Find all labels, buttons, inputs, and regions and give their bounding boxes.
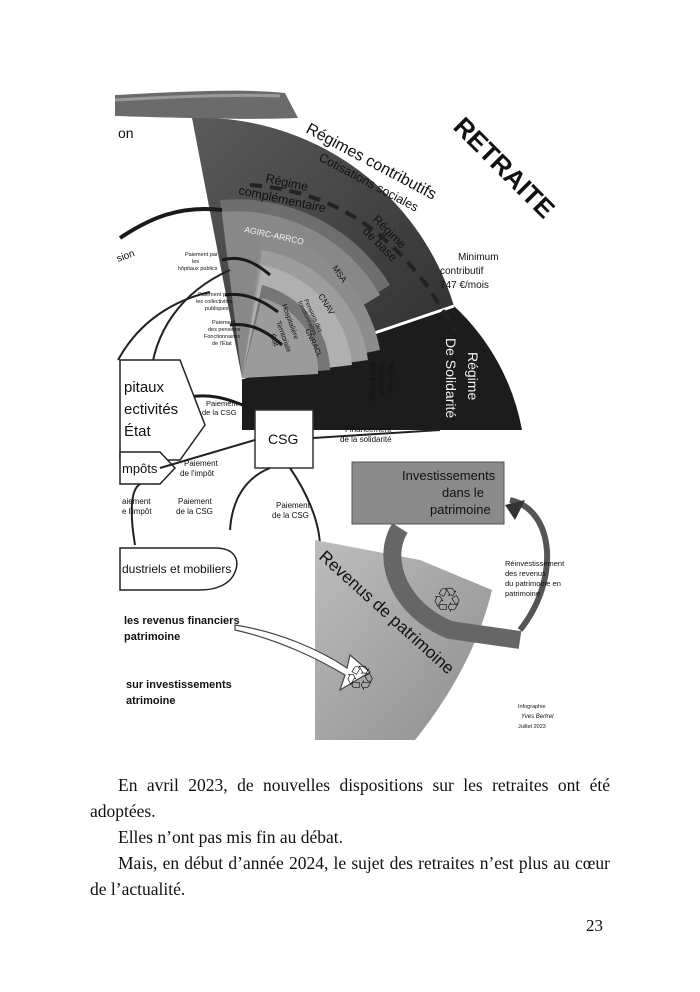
reinvest-2: des revenus	[505, 569, 546, 578]
paiement-csg-1: Paiement	[206, 399, 239, 408]
recycle-icon: ♲	[345, 660, 375, 698]
paiement-csg-2: de la CSG	[202, 408, 237, 417]
revenus-financiers-2: patrimoine	[124, 631, 180, 643]
credit-1: Infographie	[518, 704, 546, 710]
paiement-collectivites-3: publiques	[205, 306, 229, 312]
min-vieillesse-3: 936 €/mois	[368, 362, 377, 401]
page-number: 23	[586, 916, 603, 935]
min-contrib-1: Minimum	[458, 252, 499, 263]
retraite-title: RETRAITE	[448, 111, 561, 224]
paiement-csg-c-1: Paiement	[276, 501, 311, 510]
solidarite-label-1: Régime	[465, 352, 481, 400]
band-fonct	[242, 298, 319, 378]
fragment-top-left: on	[118, 125, 134, 141]
left-box-label-2: ectivités	[124, 401, 178, 418]
paiement-csg-b-2: de la CSG	[176, 507, 213, 516]
revenus-financiers-1: les revenus financiers	[124, 615, 240, 627]
paragraph: Mais, en début d’année 2024, le sujet de…	[90, 853, 610, 899]
investissements-label-2: dans le	[442, 485, 484, 500]
paiement-csg-c-2: de la CSG	[272, 511, 309, 520]
min-vieillesse-2: Vieillesse	[377, 362, 386, 396]
industriels-box	[119, 547, 238, 591]
reinvest-1: Réinvestissement	[505, 559, 565, 568]
left-box-label-1: pitaux	[124, 379, 165, 396]
paiement-etat-3: Fonctionnaires	[204, 334, 240, 340]
csg-label: CSG	[268, 431, 298, 447]
financement-2: de la solidarité	[340, 435, 392, 444]
credit-3: Juillet 2023	[518, 724, 546, 730]
reinvest-3: du patrimoine en	[505, 579, 561, 588]
paiement-etat-2: des pensions	[208, 327, 241, 333]
revenus-patrimoine-sector	[315, 540, 492, 740]
investissements-box	[351, 461, 505, 525]
min-vieillesse-1: Minimum	[386, 362, 395, 395]
paiement-hopitaux-3: hôpitaux publics	[178, 266, 218, 272]
paiement-etat-1: Paiement	[212, 320, 236, 326]
left-box-label-3: État	[124, 423, 152, 440]
paiement-collectivites-2: les collectivités	[196, 299, 233, 305]
credit-2: Yves Bertrel	[521, 714, 554, 720]
impots-label: mpôts	[122, 461, 158, 476]
investissements-label-3: patrimoine	[430, 502, 491, 517]
paiement-etat-4: de l'État	[212, 340, 232, 347]
paiement-impot-1: Paiement	[184, 459, 219, 468]
retraite-infographic: ♲ ♲ on RETRAITE Régimes contributifs Cot…	[114, 90, 565, 740]
paiement-impot-2: de l'impôt	[180, 469, 215, 478]
paiement-hopitaux-2: les	[192, 259, 199, 265]
paiement-hopitaux-1: Paiement par	[185, 252, 218, 258]
industriels-label: dustriels et mobiliers	[122, 562, 231, 576]
investissements-label-1: Investissements	[402, 468, 496, 483]
csg-box	[254, 409, 314, 469]
reinvest-4: patrimoine	[505, 589, 540, 598]
left-box	[119, 359, 206, 461]
paiement-collectivites-1: Paiement par	[198, 292, 231, 298]
min-contrib-2: contributif	[440, 266, 484, 277]
sur-investissements-2: atrimoine	[126, 695, 176, 707]
solidarite-label-2: De Solidarité	[443, 338, 459, 418]
sur-investissements-1: sur investissements	[126, 679, 232, 691]
paiement-impot-left-2: e l'impôt	[122, 507, 152, 516]
body-text: En avril 2023, de nouvelles dispositions…	[90, 772, 610, 902]
fragment-pension: sion	[115, 248, 136, 265]
paiement-impot-left-1: aiement	[122, 497, 151, 506]
paragraph: Elles n’ont pas mis fin au débat.	[118, 827, 344, 847]
recycle-icon: ♲	[432, 582, 462, 620]
min-contrib-3: 747 €/mois	[440, 280, 489, 291]
impots-box	[119, 451, 177, 485]
paiement-csg-b-1: Paiement	[178, 497, 213, 506]
paragraph: En avril 2023, de nouvelles dispositions…	[90, 775, 610, 821]
financement-1: Financement	[345, 425, 392, 434]
sector-solidarite	[242, 306, 522, 430]
